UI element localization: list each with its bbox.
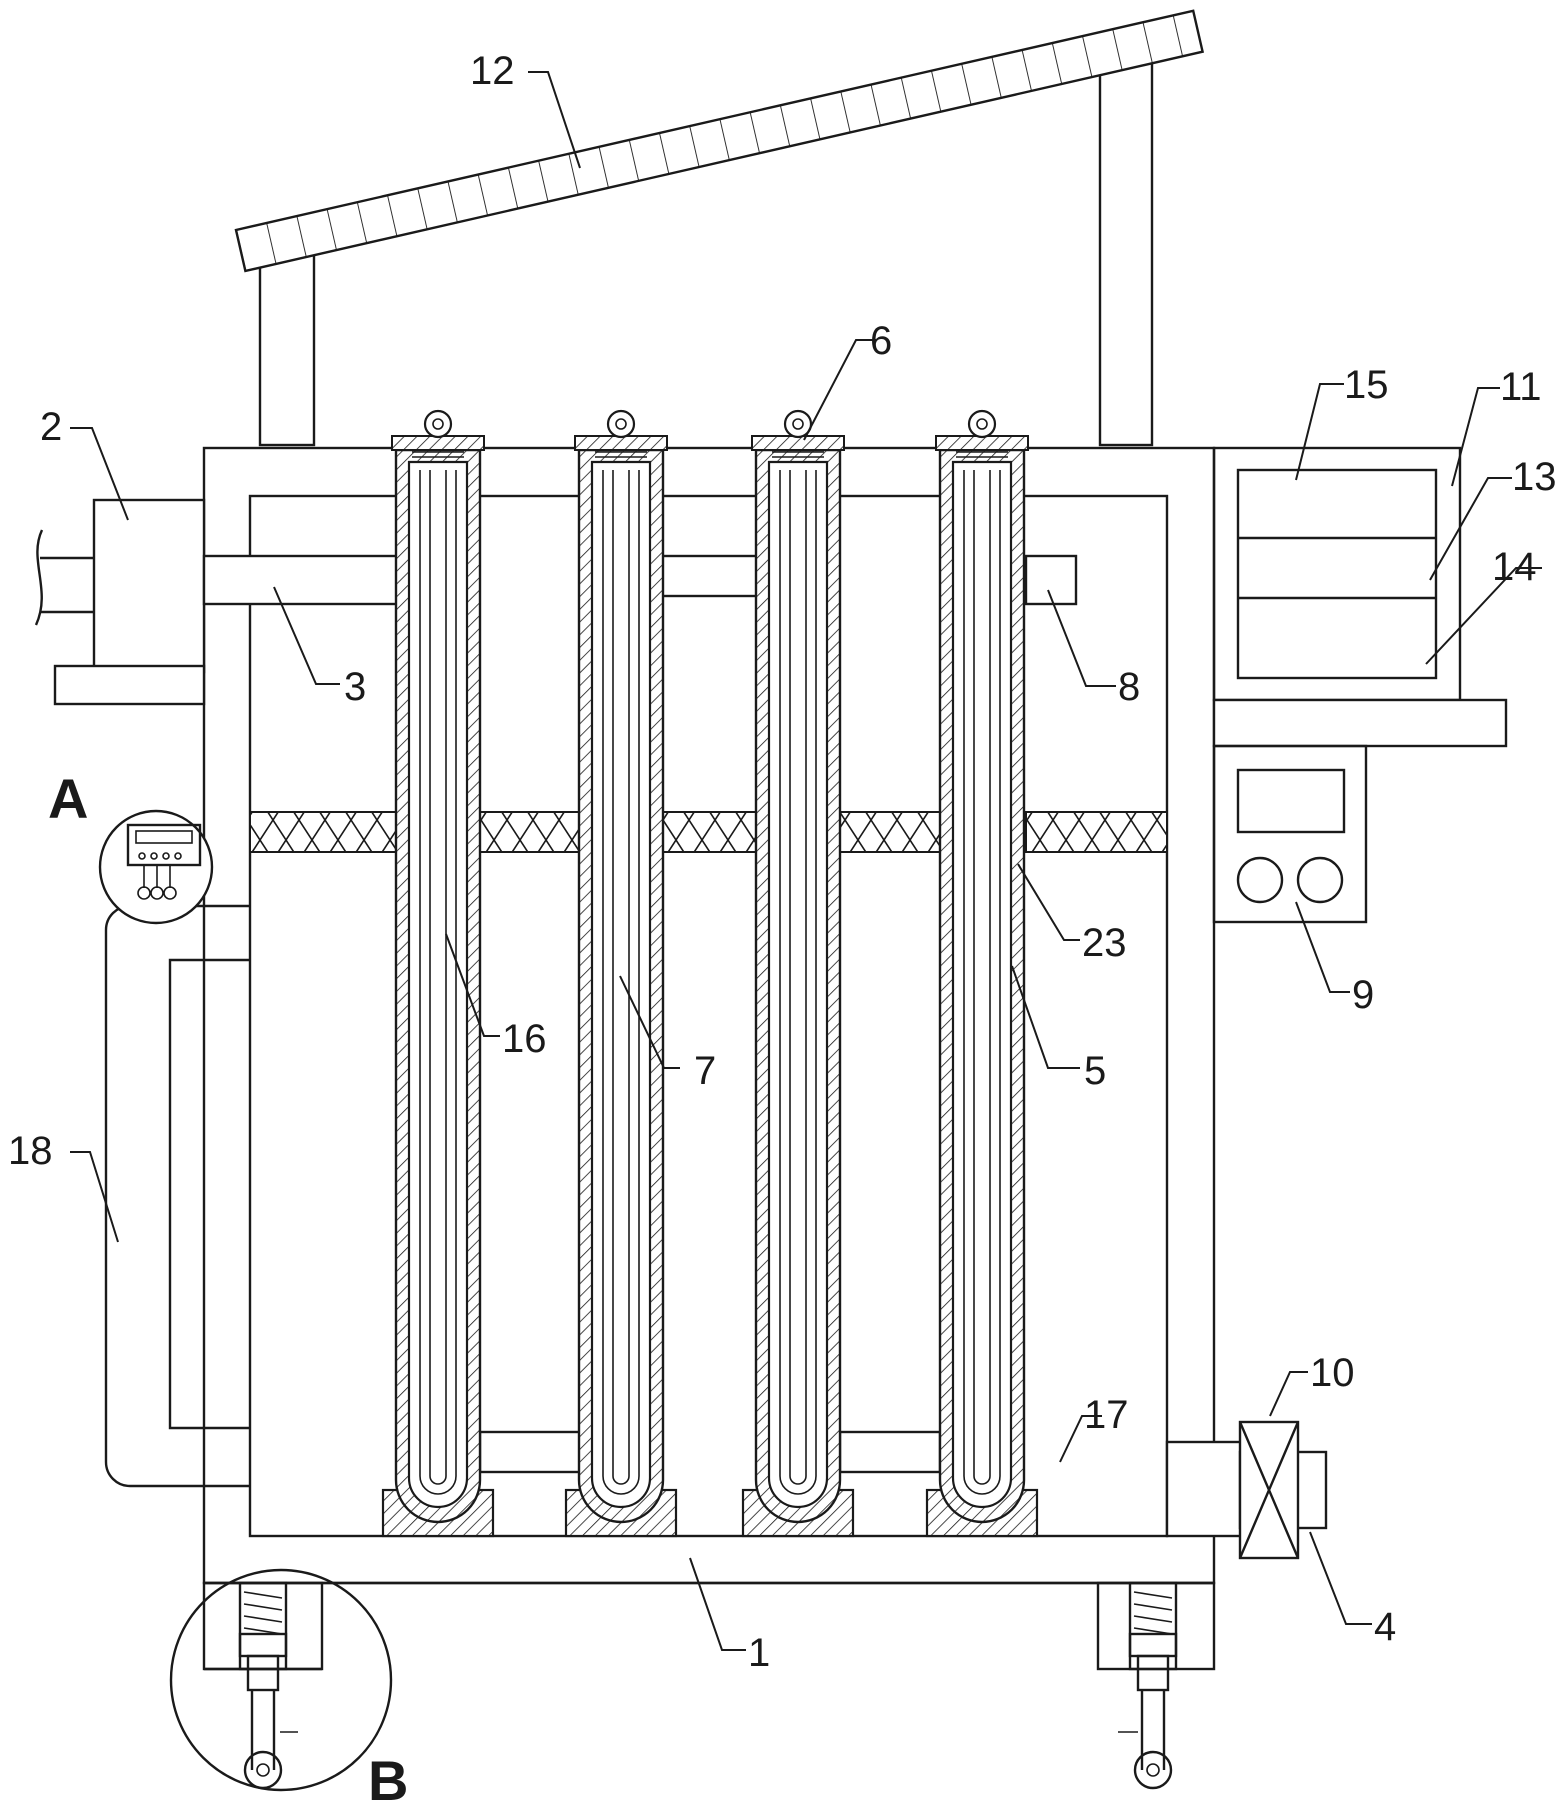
panel-support-right — [1098, 58, 1154, 447]
cabinet-shelf — [1212, 698, 1508, 748]
control-knob-right — [1296, 856, 1344, 904]
label-17: 17 — [1084, 1393, 1129, 1437]
inlet-bracket — [53, 664, 206, 706]
label-11: 11 — [1500, 365, 1542, 409]
label-10: 10 — [1310, 1351, 1355, 1395]
label-1: 1 — [748, 1631, 770, 1675]
label-16: 16 — [502, 1017, 547, 1061]
wheel-assembly-left — [169, 1568, 393, 1792]
cabinet-11 — [1212, 446, 1462, 702]
tank-body — [202, 446, 1216, 1585]
solar-panel — [234, 9, 1205, 447]
detail-view-a — [98, 809, 214, 925]
label-14: 14 — [1492, 545, 1537, 589]
label-23: 23 — [1082, 921, 1127, 965]
control-cabinet — [1212, 446, 1508, 748]
vacuum-tube — [381, 409, 495, 1538]
label-7: 7 — [694, 1049, 716, 1093]
label-12: 12 — [470, 49, 515, 93]
side-pipe — [104, 904, 250, 1488]
label-15: 15 — [1344, 363, 1389, 407]
label-18: 18 — [8, 1129, 53, 1173]
inlet-pipe — [202, 554, 406, 606]
label-3: 3 — [344, 665, 366, 709]
outlet-assembly — [1165, 1420, 1328, 1560]
label-view-a: A — [48, 767, 88, 830]
label-view-b: B — [368, 1749, 408, 1807]
label-4: 4 — [1374, 1605, 1396, 1649]
control-panel-9 — [1212, 744, 1368, 924]
wheel-assembly-right — [1096, 1581, 1216, 1790]
label-8: 8 — [1118, 665, 1140, 709]
outlet-pipe-4 — [1165, 1440, 1245, 1538]
control-knob-left — [1236, 856, 1284, 904]
detail-view-b — [169, 1568, 393, 1792]
tank-outer-wall — [202, 446, 1216, 1585]
label-6: 6 — [870, 319, 892, 363]
label-5: 5 — [1084, 1049, 1106, 1093]
label-13: 13 — [1512, 455, 1557, 499]
control-panel — [1212, 744, 1368, 924]
reference-labels: 12 2 3 8 6 15 11 13 14 A 23 9 16 7 5 18 … — [8, 49, 1557, 1807]
vacuum-tubes — [381, 409, 1039, 1538]
tank-inner-wall — [248, 494, 1169, 1538]
display-screen — [1236, 768, 1346, 834]
label-9: 9 — [1352, 973, 1374, 1017]
inlet-valve-block — [92, 498, 206, 674]
label-2: 2 — [40, 405, 62, 449]
mesh-filter — [249, 811, 1168, 853]
leader-lines — [70, 71, 1542, 1651]
battery-box — [1236, 468, 1438, 680]
inlet-assembly — [34, 498, 406, 706]
solar-panel-cells — [234, 9, 1205, 273]
